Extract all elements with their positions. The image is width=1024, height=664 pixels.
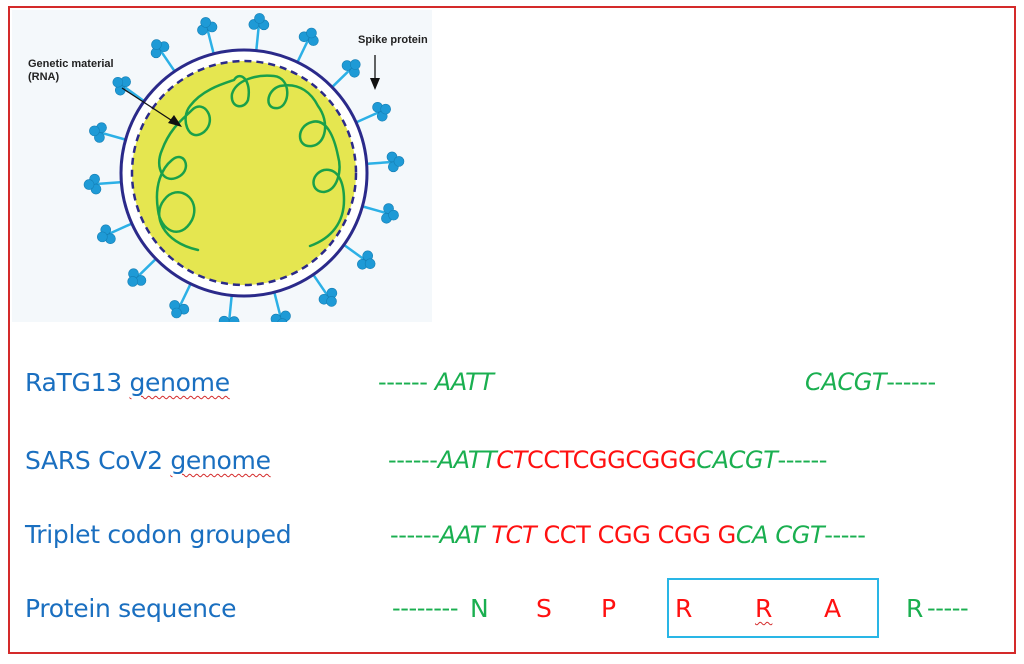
spike-protein [312,274,338,307]
ratg13-left-sequence: ------ AATT [378,368,494,396]
gap-dashes: ------ [390,521,440,549]
spike-protein [296,27,319,62]
inserted-nucleotides: CCTCGGCGGG [527,446,697,474]
triplet-codon-sequence: ------AAT TCT CCT CGG CGG GCA CGT----- [390,521,866,549]
row-label-protein-sequence: Protein sequence [25,594,237,623]
spike-protein [248,13,270,50]
spike-protein [356,101,391,124]
gap-dashes: ----- [824,521,866,549]
annotation-line: Genetic material [28,58,114,70]
gap-dashes: ------ [777,446,828,474]
furin-site-highlight-box [667,578,879,638]
spike-protein [150,39,176,72]
diagram-frame [8,6,1016,654]
spike-arrowhead-icon [370,78,380,90]
spellcheck-flagged-word: genome [170,446,271,475]
label-text: RaTG13 [25,368,130,397]
annotation-genetic-material: Genetic material (RNA) [28,58,114,84]
matching-nucleotides: AATT [437,446,497,474]
row-label-sars-cov2: SARS CoV2 genome [25,446,271,475]
codon-cacgt: CA CGT [735,521,825,549]
rna-strand [155,74,346,252]
differing-nucleotides: CT [496,446,527,474]
spike-protein [97,222,132,245]
annotation-line: (RNA) [28,71,60,83]
spike-protein [331,59,361,88]
spike-protein [197,17,218,54]
spike-protein [343,244,376,270]
spike-protein [89,122,125,143]
spike-protein [83,173,121,195]
amino-acid-n: N [470,594,489,623]
label-text: SARS CoV2 [25,446,171,475]
spike-proteins [83,13,405,322]
viral-core [132,61,356,285]
amino-acid-r3: R [906,594,924,623]
amino-acid-r1: R [675,594,693,623]
amino-acid-r2: R [755,594,773,623]
virus-illustration: Genetic material (RNA) Spike protein [12,10,432,322]
annotation-spike-protein: Spike protein [358,34,428,46]
amino-acid-a: A [824,594,842,623]
codon-tct: TCT [491,521,544,549]
row-label-triplet-codon: Triplet codon grouped [25,520,292,549]
virus-svg [83,13,405,322]
codon-aat: AAT [439,521,492,549]
inserted-codons: CCT CGG CGG G [543,521,736,549]
gap-dashes: ------ [388,446,438,474]
protein-left-dashes: -------- [392,594,459,622]
gap-dashes: ------ [378,368,435,396]
nucleotides-cacgt: CACGT [805,368,887,396]
spike-protein [367,151,405,173]
amino-acid-p: P [601,594,617,623]
sars-cov2-sequence: ------AATTCTCCTCGGCGGGCACGT------ [388,446,827,474]
gap-dashes: ------ [886,368,936,396]
rna-pointer-line [121,87,175,123]
row-label-ratg13: RaTG13 genome [25,368,230,397]
spike-protein [218,296,240,322]
rna-arrowhead-icon [168,115,182,127]
protein-right-dashes: ----- [927,594,969,622]
spike-protein [270,292,291,322]
membrane-dashed [130,59,358,287]
spike-protein [112,76,145,102]
ratg13-right-sequence: CACGT------ [805,368,936,396]
spike-protein [363,203,399,224]
amino-acid-s: S [536,594,552,623]
spike-protein [169,284,192,319]
spike-protein [127,258,157,287]
matching-nucleotides: CACGT [696,446,778,474]
spellcheck-flagged-word: genome [129,368,230,397]
nucleotides-aatt: AATT [434,368,494,396]
